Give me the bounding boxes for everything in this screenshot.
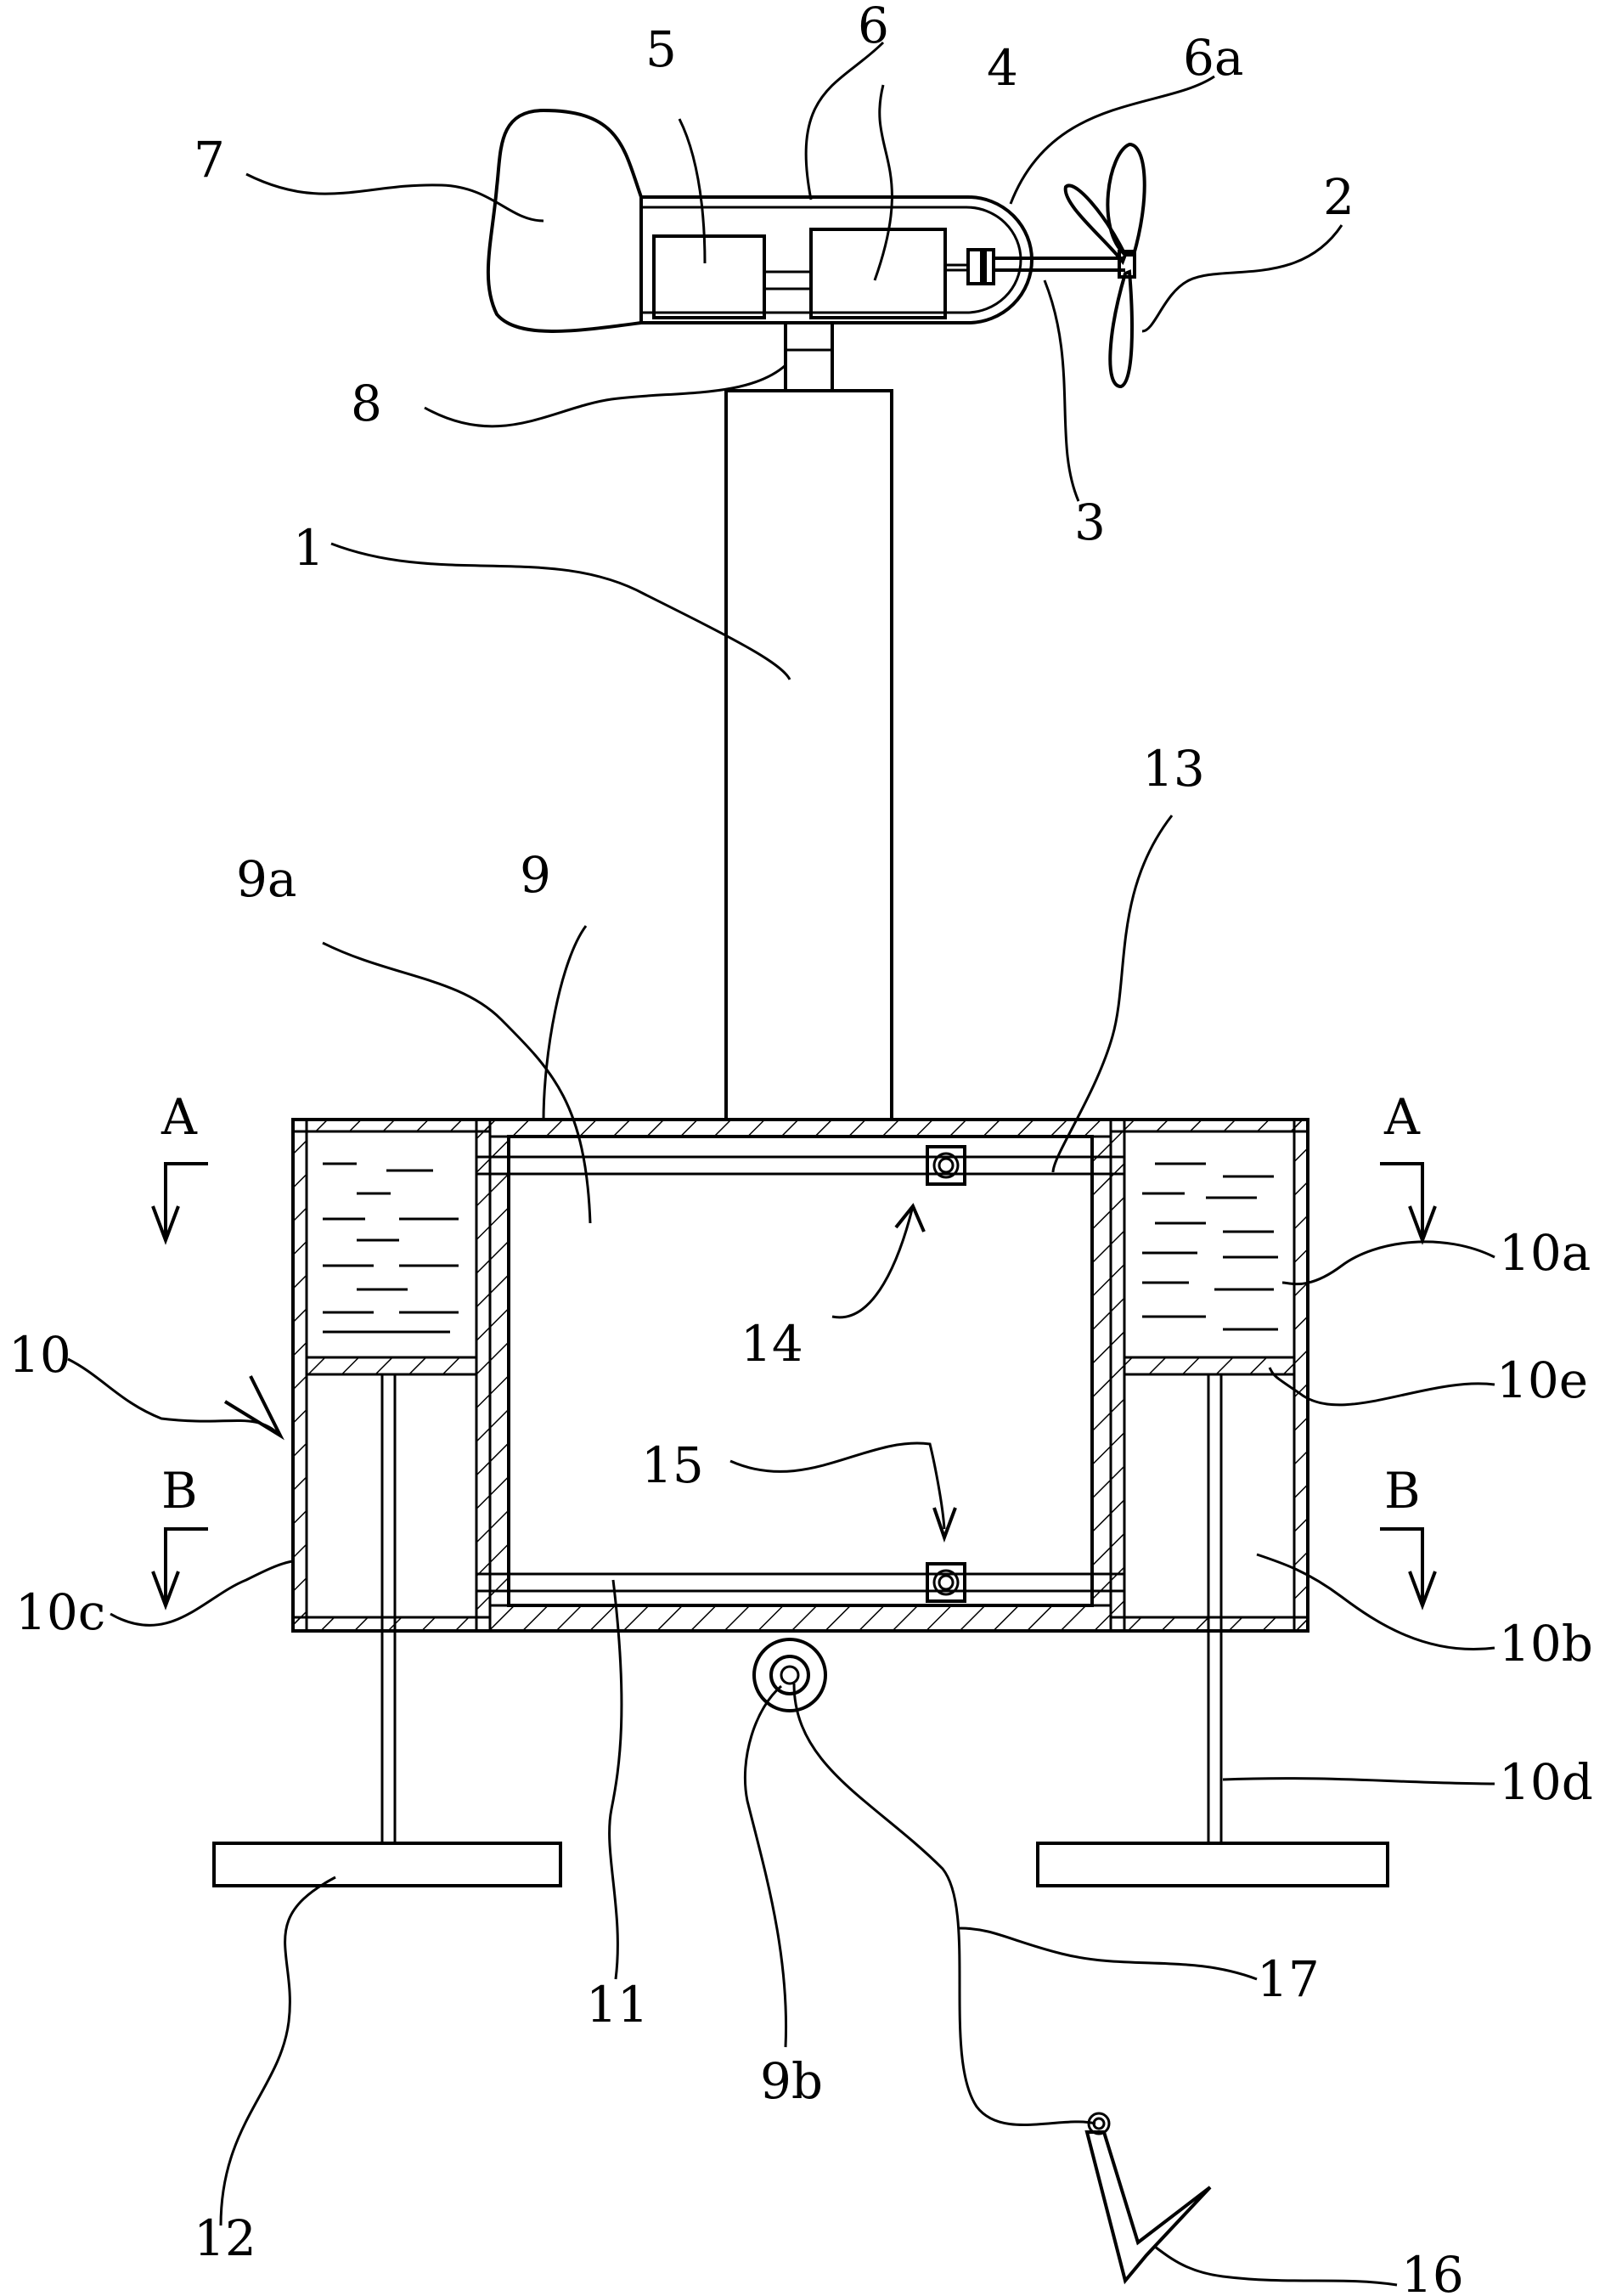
leader-lines bbox=[68, 42, 1495, 2285]
label-10d: 10d bbox=[1499, 1753, 1593, 1811]
label-6a: 6a bbox=[1183, 29, 1243, 87]
water-left bbox=[323, 1164, 459, 1332]
mast bbox=[726, 391, 892, 1120]
label-5: 5 bbox=[645, 20, 677, 78]
upper-pipe bbox=[476, 1147, 1124, 1184]
label-8: 8 bbox=[351, 375, 382, 432]
piston-plate-right bbox=[1124, 1357, 1294, 1374]
label-1: 1 bbox=[293, 519, 324, 577]
label-4: 4 bbox=[987, 39, 1018, 97]
label-10: 10 bbox=[8, 1326, 71, 1384]
label-15: 15 bbox=[641, 1436, 704, 1494]
controller-box bbox=[654, 236, 764, 318]
label-9a: 9a bbox=[236, 850, 296, 908]
label-10c: 10c bbox=[15, 1583, 105, 1641]
nacelle-assembly bbox=[488, 110, 1145, 391]
water-right bbox=[1142, 1164, 1278, 1329]
section-b-left: B bbox=[161, 1462, 198, 1520]
label-16: 16 bbox=[1401, 2246, 1464, 2296]
section-a-right: A bbox=[1383, 1088, 1421, 1146]
label-10e: 10e bbox=[1496, 1351, 1588, 1409]
label-9b: 9b bbox=[760, 2052, 823, 2110]
label-3: 3 bbox=[1074, 494, 1106, 551]
nacelle-housing bbox=[641, 197, 1032, 323]
foot-left bbox=[214, 1843, 560, 1886]
section-marks bbox=[153, 1164, 1435, 1605]
anchor bbox=[1087, 2113, 1210, 2281]
shaft-coupling bbox=[968, 250, 982, 284]
propeller-blade-bottom bbox=[1110, 272, 1132, 386]
tail-fin bbox=[488, 110, 641, 331]
label-7: 7 bbox=[194, 131, 225, 189]
nacelle-housing-inner bbox=[641, 207, 1021, 313]
lower-pipe bbox=[476, 1564, 1124, 1601]
tether-cable bbox=[794, 1684, 1095, 2125]
section-b-right: B bbox=[1384, 1462, 1421, 1520]
label-17: 17 bbox=[1257, 1950, 1320, 2008]
label-13: 13 bbox=[1142, 740, 1205, 798]
label-10a: 10a bbox=[1499, 1224, 1591, 1282]
base-platform bbox=[293, 1120, 1308, 1631]
drain-port bbox=[754, 1639, 825, 1711]
foot-right bbox=[1038, 1843, 1388, 1886]
yaw-connector bbox=[786, 323, 832, 391]
label-11: 11 bbox=[586, 1976, 649, 2034]
label-9: 9 bbox=[520, 846, 551, 904]
label-10b: 10b bbox=[1499, 1615, 1593, 1673]
piston-plate-left bbox=[307, 1357, 476, 1374]
label-6: 6 bbox=[858, 0, 889, 54]
label-12: 12 bbox=[194, 2209, 256, 2267]
section-a-left: A bbox=[161, 1088, 198, 1146]
label-14: 14 bbox=[741, 1315, 803, 1373]
label-2: 2 bbox=[1323, 168, 1354, 226]
propeller-blade-left bbox=[1066, 185, 1125, 262]
propeller-blade-top bbox=[1107, 144, 1144, 255]
